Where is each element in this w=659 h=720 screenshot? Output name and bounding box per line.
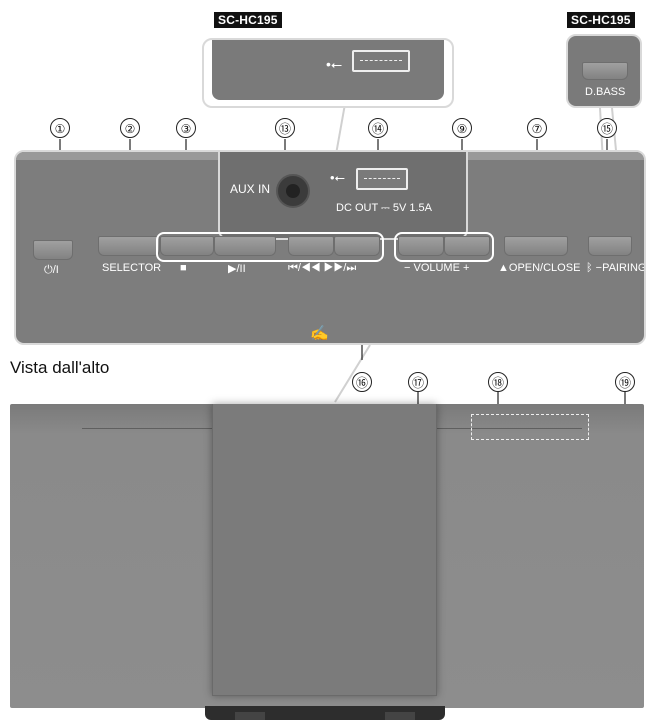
skip-back-button[interactable] — [288, 236, 334, 256]
unit-stand — [205, 706, 445, 720]
callout-16: ⑯ — [352, 372, 372, 392]
dc-out-label: DC OUT ⎓ 5V 1.5A — [336, 202, 432, 214]
dbass-label: D.BASS — [585, 86, 626, 98]
aux-in-label: AUX IN — [230, 182, 271, 196]
callout-18: ⑱ — [488, 372, 508, 392]
callout-17: ⑰ — [408, 372, 428, 392]
callout-3: ③ — [176, 118, 196, 138]
selector-button[interactable] — [98, 236, 160, 256]
model-badge-usb: SC-HC195 — [214, 12, 282, 28]
volume-down-button[interactable] — [398, 236, 444, 256]
disc-lid[interactable] — [212, 404, 437, 696]
power-button[interactable] — [33, 240, 73, 260]
open-close-button[interactable] — [504, 236, 568, 256]
touch-sensor-icon: ✍ — [310, 325, 329, 342]
stop-button[interactable] — [160, 236, 214, 256]
input-output-area: AUX IN •⭠ DC OUT ⎓ 5V 1.5A — [218, 152, 468, 240]
callout-19: ⑲ — [615, 372, 635, 392]
aux-in-jack[interactable] — [276, 174, 310, 208]
pairing-label: ᛒ −PAIRING — [586, 262, 646, 274]
dbass-inset: D.BASS — [566, 34, 642, 108]
usb-port[interactable] — [356, 168, 408, 190]
callout-15: ⑮ — [597, 118, 617, 138]
callout-14: ⑭ — [368, 118, 388, 138]
open-close-label: ▲OPEN/CLOSE — [498, 262, 581, 274]
volume-button-group — [394, 232, 494, 262]
top-control-panel: AUX IN •⭠ DC OUT ⎓ 5V 1.5A ⏻/I SELECTOR … — [14, 150, 646, 345]
skip-forward-button[interactable] — [334, 236, 380, 256]
callout-1: ① — [50, 118, 70, 138]
volume-label: − VOLUME + — [404, 262, 470, 274]
callout-9: ⑨ — [452, 118, 472, 138]
playback-button-group — [156, 232, 384, 262]
callout-13: ⑬ — [275, 118, 295, 138]
pairing-button[interactable] — [588, 236, 632, 256]
unit-front-view — [10, 404, 644, 708]
power-label: ⏻/I — [44, 264, 59, 276]
selector-label: SELECTOR — [102, 262, 162, 274]
model-badge-dbass: SC-HC195 — [567, 12, 635, 28]
usb-inset: •⭠ — [202, 38, 454, 108]
stop-label: ■ — [180, 262, 187, 274]
skip-label: ⏮/◀◀ ▶▶/⏭ — [288, 262, 357, 274]
remote-sensor-area — [471, 414, 589, 440]
play-pause-label: ▶/II — [228, 263, 246, 275]
callout-7: ⑦ — [527, 118, 547, 138]
callout-2: ② — [120, 118, 140, 138]
usb-port-inset[interactable] — [352, 50, 410, 72]
usb-icon: •⭠ — [330, 170, 345, 185]
view-caption: Vista dall'alto — [10, 358, 110, 377]
dbass-button[interactable] — [582, 62, 628, 80]
usb-icon: •⭠ — [326, 56, 343, 72]
play-pause-button[interactable] — [214, 236, 276, 256]
volume-up-button[interactable] — [444, 236, 490, 256]
